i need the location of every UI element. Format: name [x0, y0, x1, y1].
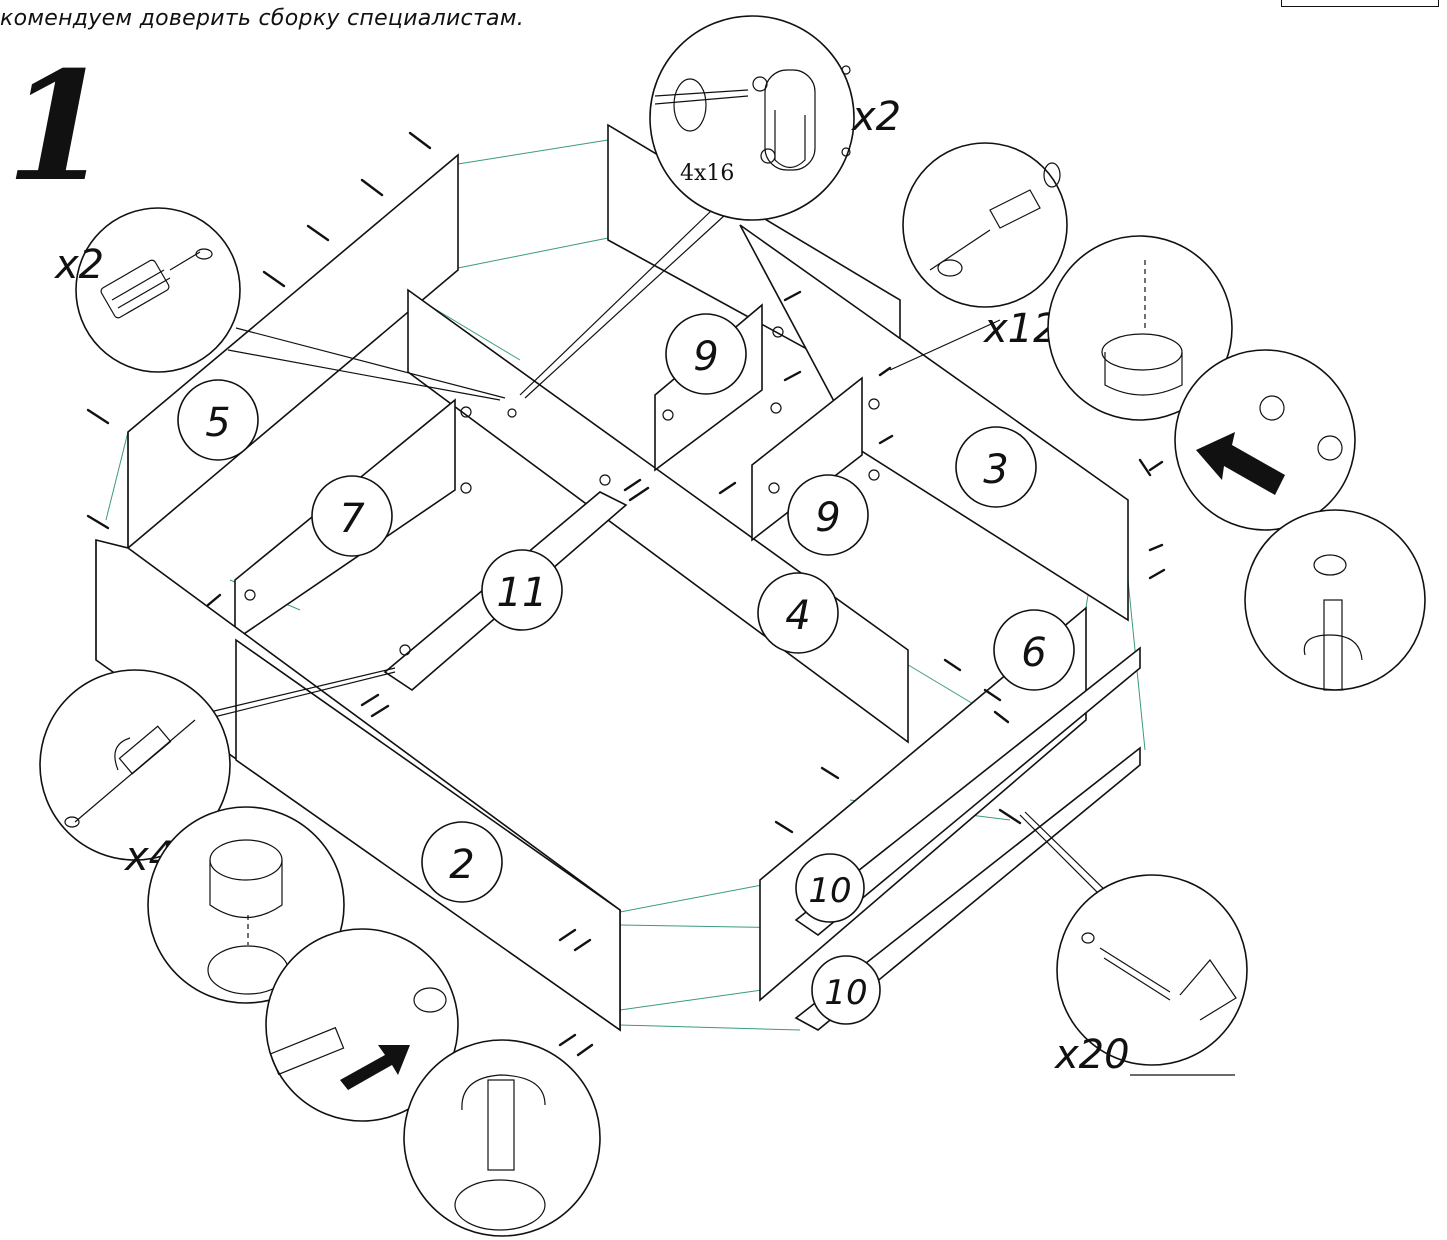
arrow-icon: [340, 1045, 410, 1090]
panel-label-11: 11: [481, 549, 563, 631]
callout-cam-insert: [1174, 349, 1356, 531]
callout-cam-rotate: [1244, 509, 1426, 691]
callout-cam-push: [265, 928, 459, 1122]
svg-text:3: 3: [983, 447, 1008, 493]
page-corner-box: [1281, 0, 1439, 7]
panel-label-3: 3: [955, 426, 1037, 508]
confirmat-icon: [1081, 932, 1237, 1021]
plinth-10-lower: [794, 746, 1141, 1031]
panel-label-9-lower: 9: [787, 474, 869, 556]
svg-text:10: 10: [824, 973, 867, 1013]
wall-plug-qty: x12: [982, 306, 1059, 352]
screwdriver-icon: [654, 78, 749, 132]
callout-dowel: x2: [53, 207, 241, 373]
rotate-icon: [461, 1074, 546, 1111]
panel-label-4: 4: [757, 572, 839, 654]
svg-text:10: 10: [808, 871, 851, 911]
svg-text:4: 4: [785, 593, 810, 639]
arrow-icon: [1196, 432, 1285, 495]
leader-lines: [209, 209, 1235, 1076]
rotate-icon: [114, 737, 131, 771]
hook-screw-size: 4x16: [680, 161, 734, 186]
svg-text:7: 7: [339, 496, 365, 542]
svg-text:6: 6: [1021, 630, 1046, 676]
svg-text:2: 2: [449, 842, 474, 888]
cam-bolt-icon: [64, 719, 196, 828]
panel-9-lower-frame: [751, 376, 863, 542]
panel-label-2: 2: [421, 821, 503, 903]
panel-label-10-lower: 10: [811, 955, 881, 1025]
panel-labels: 5 7 11 9 9 3 4 6: [177, 313, 1075, 1025]
dowel-qty: x2: [53, 242, 104, 288]
panel-label-7: 7: [311, 475, 393, 557]
dowel-icon: [100, 248, 213, 319]
panel-label-9-top: 9: [665, 313, 747, 395]
header-note: комендуем доверить сборку специалистам.: [0, 6, 525, 31]
confirmat-qty: x20: [1053, 1032, 1130, 1078]
callout-cam-body: [147, 806, 345, 1004]
callout-hook: 4x16 x2: [649, 15, 901, 221]
svg-text:9: 9: [815, 495, 840, 541]
panel-3-frame: [739, 224, 1129, 622]
callout-confirmat: x20: [1053, 874, 1248, 1078]
callout-cam-turn: [403, 1039, 601, 1237]
cam-locks: [244, 326, 880, 656]
panel-label-6: 6: [993, 609, 1075, 691]
step-number: 1: [6, 39, 111, 215]
panel-label-5: 5: [177, 379, 259, 461]
hook-icon: [752, 65, 851, 171]
wall-plug-icon: [929, 162, 1061, 277]
screws: [86, 131, 1166, 1057]
rotate-icon: [1303, 634, 1363, 661]
svg-text:5: 5: [205, 400, 230, 446]
panel-label-10-upper: 10: [795, 853, 865, 923]
panel-2-frame: [235, 638, 621, 1032]
plinth-10-upper: [794, 646, 1141, 937]
svg-text:11: 11: [497, 570, 548, 616]
hook-qty: x2: [850, 94, 901, 140]
callout-cam-hole: [1047, 235, 1233, 421]
svg-text:9: 9: [693, 334, 718, 380]
callout-wall-plug: x12: [902, 142, 1068, 352]
